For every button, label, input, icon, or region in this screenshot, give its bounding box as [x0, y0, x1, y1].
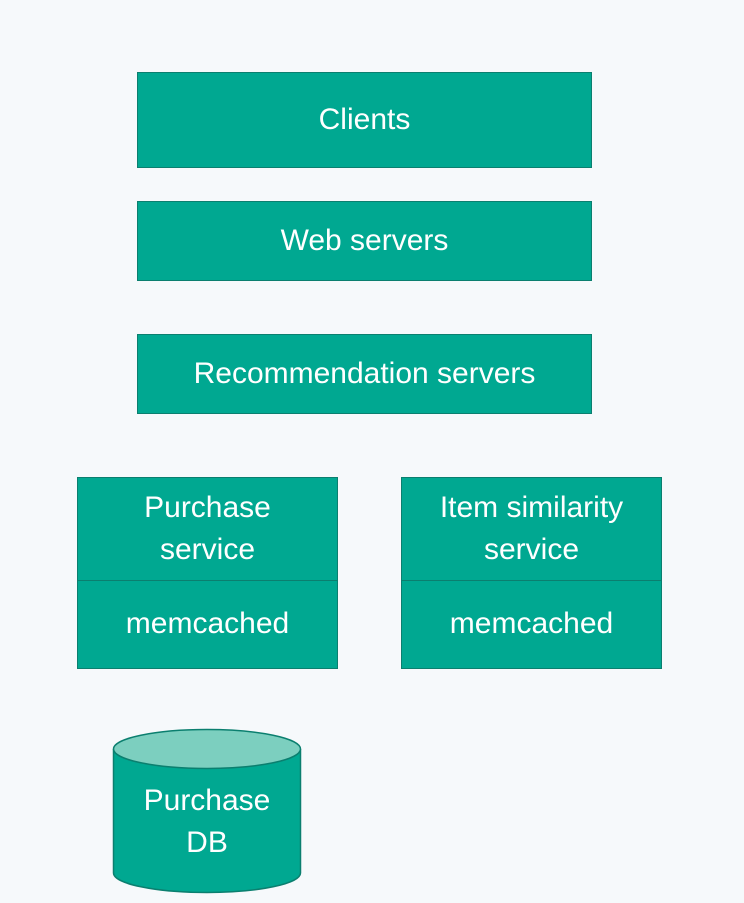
- purchase-memcached-box: memcached: [78, 581, 337, 666]
- item-similarity-service-label: Item similarity service: [439, 491, 624, 566]
- recommendation-servers-box: Recommendation servers: [137, 334, 592, 414]
- purchase-db-label: Purchase DB: [143, 784, 271, 859]
- purchase-service-stack: Purchase service memcached: [77, 477, 338, 669]
- recommendation-servers-label: Recommendation servers: [193, 357, 536, 390]
- clients-box: Clients: [137, 72, 592, 168]
- database-cylinder-icon: [112, 728, 302, 894]
- purchase-service-box: Purchase service: [78, 478, 337, 581]
- item-similarity-service-stack: Item similarity service memcached: [401, 477, 662, 669]
- web-servers-label: Web servers: [280, 224, 449, 257]
- clients-label: Clients: [318, 103, 411, 136]
- item-similarity-memcached-label: memcached: [449, 606, 614, 640]
- purchase-service-label: Purchase service: [144, 491, 271, 566]
- purchase-memcached-label: memcached: [125, 606, 290, 640]
- item-similarity-memcached-box: memcached: [402, 581, 661, 666]
- web-servers-box: Web servers: [137, 201, 592, 281]
- item-similarity-service-box: Item similarity service: [402, 478, 661, 581]
- purchase-db-cylinder: Purchase DB: [112, 728, 302, 894]
